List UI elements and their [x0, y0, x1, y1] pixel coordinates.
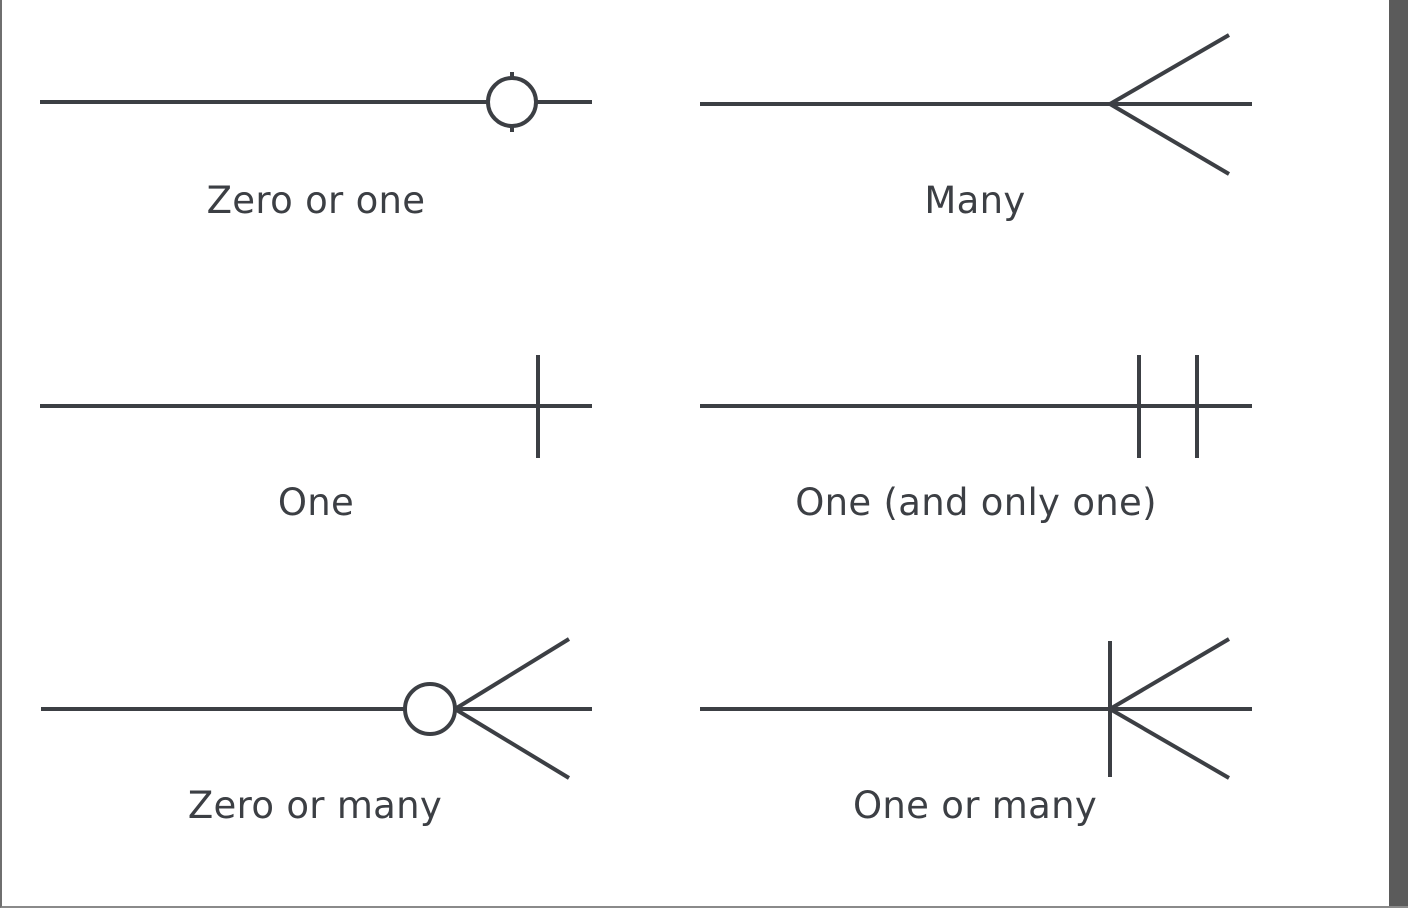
one-and-only-one-label: One (and only one) — [795, 481, 1157, 524]
one-or-many-crow-upper — [1108, 637, 1231, 711]
one-or-many-label: One or many — [852, 784, 1098, 827]
zero-or-one-label: Zero or one — [206, 179, 426, 222]
zero-or-many-symbol — [41, 637, 592, 780]
vertical-scrollbar[interactable] — [1389, 0, 1408, 906]
many-crow-lower — [1108, 102, 1231, 176]
zero-or-one-symbol — [40, 72, 592, 132]
zero-or-many-crow-upper — [453, 637, 571, 711]
zero-or-many-crow-lower — [453, 707, 571, 780]
many-label: Many — [924, 179, 1026, 222]
one-or-many-symbol — [700, 637, 1252, 780]
many-crow-upper — [1108, 33, 1231, 106]
zero-or-one-circle — [486, 76, 538, 128]
one-label: One — [277, 481, 355, 524]
zero-or-many-label: Zero or many — [187, 784, 443, 827]
one-symbol — [40, 355, 592, 458]
one-and-only-one-symbol — [700, 355, 1252, 458]
many-symbol — [700, 33, 1252, 176]
one-or-many-crow-lower — [1108, 707, 1231, 780]
zero-or-many-circle — [403, 682, 457, 736]
